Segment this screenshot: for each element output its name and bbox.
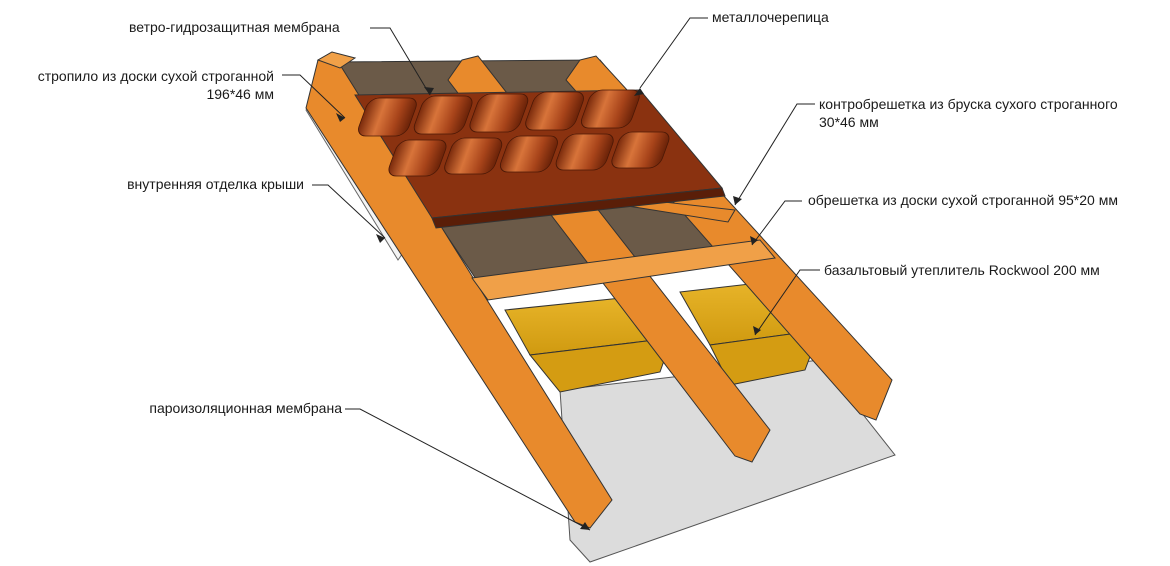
label-vapor-barrier: пароизоляционная мембрана — [149, 400, 342, 416]
leader-insulation — [754, 269, 820, 336]
leader-metal-tile — [639, 17, 708, 89]
leader-rafter — [282, 74, 346, 119]
insulation-block-left-front — [529, 337, 673, 393]
label-rafter-line2: 196*46 мм — [206, 86, 274, 102]
leader-vapor — [345, 408, 591, 531]
label-inner-finish: внутренняя отделка крыши — [127, 176, 304, 192]
label-insulation: базальтовый утеплитель Rockwool 200 мм — [824, 262, 1100, 278]
leader-counter-batten — [734, 103, 815, 206]
leader-inner-finish — [312, 184, 386, 239]
label-membrane-wind: ветро-гидрозащитная мембрана — [129, 19, 340, 35]
label-counter-batten-line1: контробрешетка из бруска сухого строганн… — [819, 96, 1118, 112]
leader-batten — [751, 200, 802, 246]
rafter-left-top — [316, 51, 357, 69]
leader-arrowheads — [336, 87, 761, 530]
label-metal-tile: металлочерепица — [712, 9, 829, 25]
batten-board — [471, 239, 776, 301]
metal-tile-sheet — [354, 89, 726, 229]
label-rafter-line1: стропило из доски сухой строганной — [37, 68, 274, 84]
leader-lines — [282, 17, 820, 531]
label-batten: обрешетка из доски сухой строганной 95*2… — [808, 192, 1118, 208]
leader-membrane-wind — [370, 27, 431, 96]
label-counter-batten-line2: 30*46 мм — [819, 114, 879, 130]
